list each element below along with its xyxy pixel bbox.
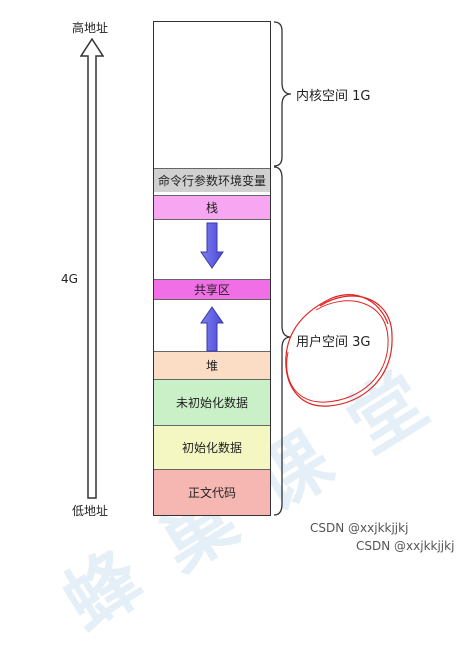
- segment-text-label: 正文代码: [187, 486, 236, 500]
- segment-data-label: 初始化数据: [181, 441, 242, 455]
- segment-stack: 栈: [154, 195, 270, 219]
- segment-heap-label: 堆: [205, 359, 218, 373]
- segment-bss-label: 未初始化数据: [175, 396, 248, 410]
- kernel-space-brace: [273, 21, 292, 167]
- red-annotation-circle: [285, 294, 393, 407]
- kernel-space-label: 内核空间 1G: [296, 89, 371, 104]
- high-address-label: 高地址: [72, 21, 109, 35]
- segment-heap: 堆: [154, 351, 270, 379]
- segment-shared-label: 共享区: [193, 283, 230, 297]
- csdn-credit-1: CSDN @xxjkkjjkj: [310, 521, 409, 535]
- low-address-label: 低地址: [72, 504, 109, 518]
- user-space-label: 用户空间 3G: [296, 335, 371, 350]
- segment-text: 正文代码: [154, 469, 270, 515]
- heap-grows-up-arrow: [200, 306, 224, 352]
- segment-bss: 未初始化数据: [154, 379, 270, 425]
- stack-grows-down-arrow: [200, 222, 224, 269]
- size-4g-label: 4G: [61, 272, 78, 286]
- segment-shared: 共享区: [154, 279, 270, 299]
- address-up-arrow: [80, 38, 104, 499]
- segment-env-args-label: 命令行参数环境变量: [157, 174, 266, 188]
- segment-env-args: 命令行参数环境变量: [154, 168, 270, 192]
- segment-data: 初始化数据: [154, 425, 270, 469]
- segment-stack-label: 栈: [205, 201, 218, 215]
- csdn-credit-2: CSDN @xxjkkjjkj: [356, 539, 455, 553]
- kernel-space-block: [154, 22, 270, 168]
